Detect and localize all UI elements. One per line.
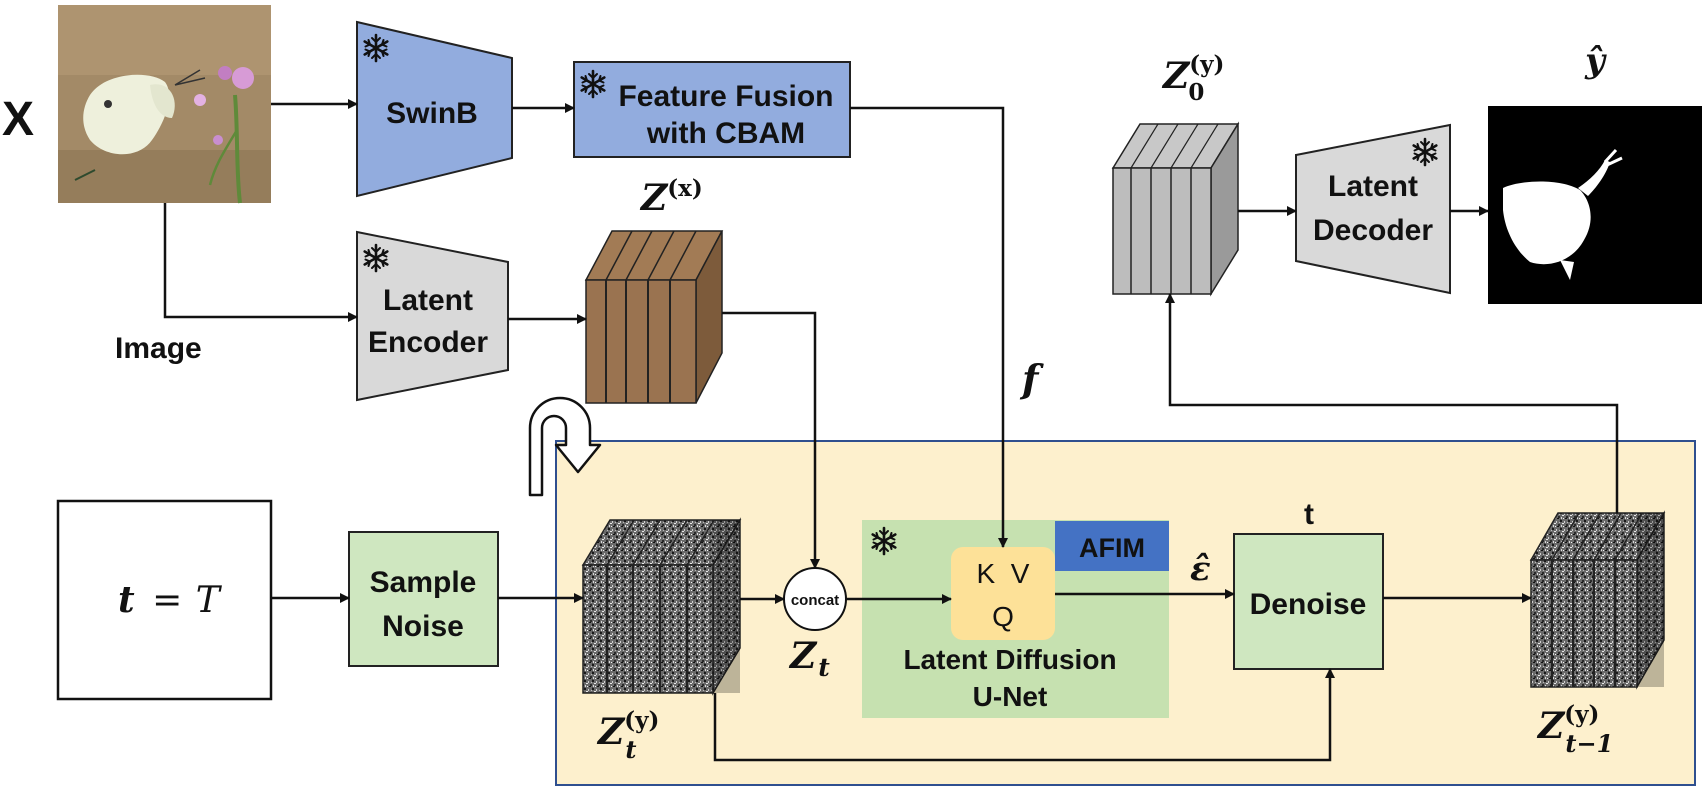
q-label: Q bbox=[992, 601, 1014, 632]
timestep-eq: = bbox=[152, 580, 182, 621]
latent-zx-cube bbox=[584, 230, 724, 404]
latent-decoder-label-1: Latent bbox=[1328, 170, 1418, 203]
latent-encoder-label-1: Latent bbox=[383, 284, 473, 317]
latent-encoder-label-2: Encoder bbox=[368, 326, 488, 359]
zt1-label: Z(y)t−1 bbox=[1536, 701, 1613, 758]
latent-z0-cube bbox=[1111, 121, 1240, 297]
input-caption: Image bbox=[115, 332, 202, 365]
svg-text:t = T: t = T bbox=[118, 579, 223, 621]
connectors bbox=[163, 99, 1619, 762]
feature-f-label: f bbox=[1019, 356, 1044, 401]
feature-fusion-label-1: Feature Fusion bbox=[618, 80, 833, 113]
arrow-zx-to-concat bbox=[722, 311, 820, 569]
swinb-block: SwinB bbox=[356, 20, 513, 198]
denoise-block: Denoise t bbox=[1233, 498, 1384, 670]
arrow-fusion-to-kv bbox=[850, 106, 1008, 548]
swinb-label: SwinB bbox=[386, 97, 478, 130]
input-symbol: X bbox=[2, 93, 34, 146]
denoised-latent-zt1-cube bbox=[1529, 510, 1666, 690]
timestep-value: T bbox=[196, 580, 223, 621]
zty-label: Z(y)t bbox=[596, 707, 659, 764]
concat-label: concat bbox=[791, 592, 839, 609]
noisy-latent-zt-cube bbox=[581, 517, 742, 696]
denoise-label: Denoise bbox=[1250, 588, 1367, 621]
yhat-label: ŷ bbox=[1584, 41, 1607, 81]
latent-decoder-block: Latent Decoder bbox=[1295, 123, 1451, 295]
unet-label-1: Latent Diffusion bbox=[903, 644, 1116, 675]
afim-badge bbox=[1055, 521, 1169, 571]
feature-fusion-block: Feature Fusion with CBAM bbox=[573, 61, 851, 158]
concat-node: concat bbox=[783, 567, 847, 631]
arrow-image-to-encoder bbox=[163, 203, 358, 322]
kv-label: K V bbox=[977, 558, 1030, 589]
sample-noise-block: Sample Noise bbox=[348, 531, 499, 667]
input-butterfly-photo bbox=[58, 5, 271, 204]
unet-label-2: U-Net bbox=[973, 681, 1048, 712]
latent-encoder-block: Latent Encoder bbox=[356, 230, 509, 402]
zx-label: Z(x) bbox=[639, 175, 703, 219]
timestep-var: t bbox=[118, 579, 135, 621]
arrow-zt-skip-to-denoise bbox=[713, 668, 1335, 762]
arrow-zt1-to-z0 bbox=[1165, 293, 1619, 513]
epsilon-label: ε̂ bbox=[1190, 549, 1211, 589]
sample-noise-label-2: Noise bbox=[382, 610, 464, 643]
feature-fusion-label-2: with CBAM bbox=[646, 117, 805, 150]
afim-label: AFIM bbox=[1079, 533, 1145, 563]
zt-label: Zt bbox=[788, 635, 830, 682]
unet-block: K V Q AFIM Latent Diffusion U-Net bbox=[862, 520, 1169, 718]
z0-label: Z(y)0 bbox=[1161, 51, 1224, 106]
denoise-t-label: t bbox=[1304, 498, 1314, 531]
sample-noise-label-1: Sample bbox=[370, 566, 477, 599]
output-mask-image bbox=[1488, 106, 1702, 304]
qkv-attention-block bbox=[951, 547, 1055, 640]
latent-decoder-label-2: Decoder bbox=[1313, 214, 1433, 247]
u-turn-arrow-icon bbox=[528, 396, 602, 497]
timestep-init-box: t = T bbox=[56, 499, 273, 701]
